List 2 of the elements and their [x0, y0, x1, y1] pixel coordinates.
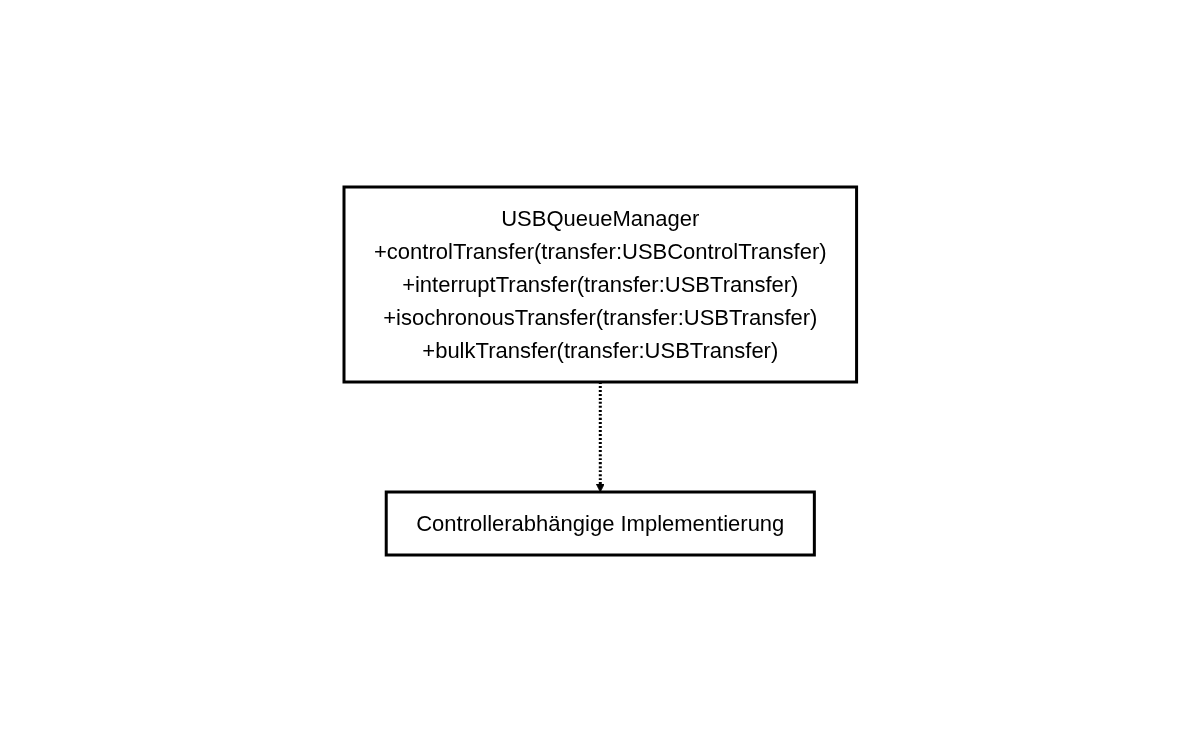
node-box: Controllerabhängige Implementierung [384, 490, 816, 556]
node-box: USBQueueManager +controlTransfer(transfer:USBControlTransfer) +interruptTransfer(transfer:USBTransfer) +isochronousTransfer(transfer:USBTransfer) +bulkTransfer(transfer:USBTransfer) [342, 185, 858, 383]
